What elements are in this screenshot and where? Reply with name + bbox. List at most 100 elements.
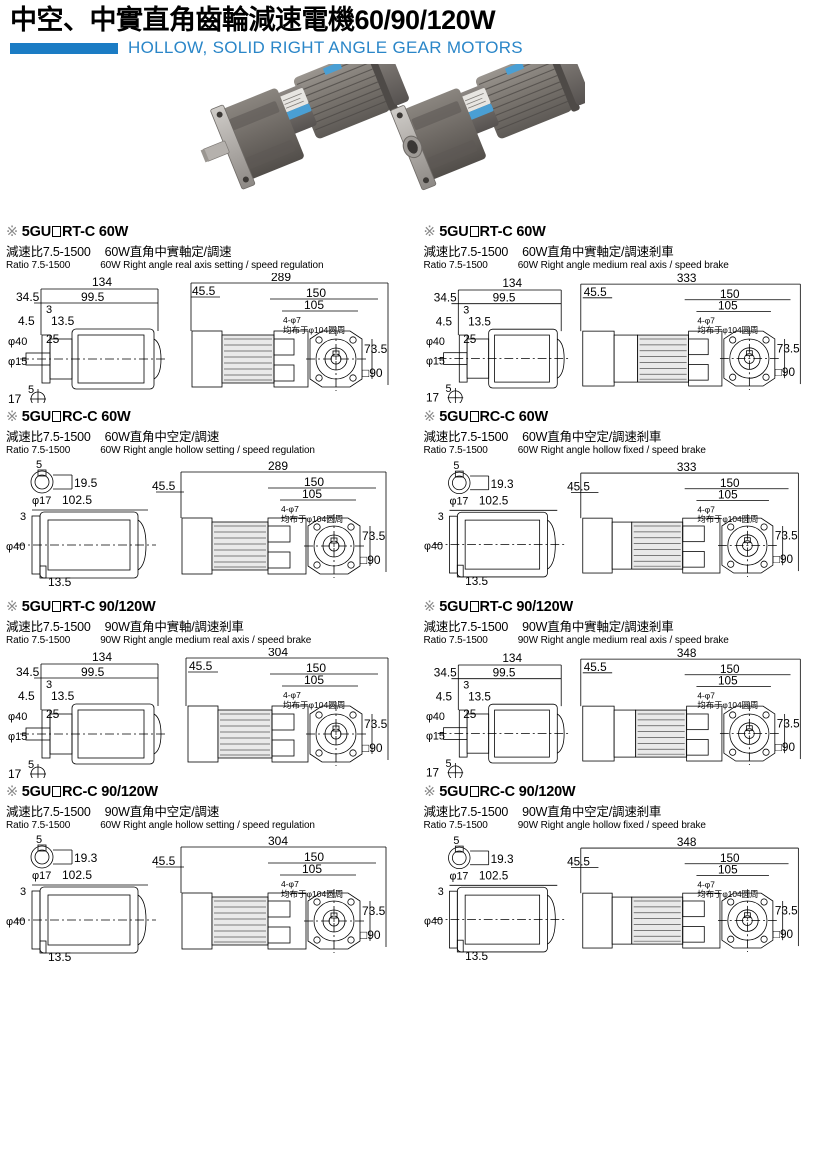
dimension-drawing-hollow: 5 19.3 φ17 102.5 3 xyxy=(6,833,408,968)
svg-text:5: 5 xyxy=(453,460,459,472)
svg-text:3: 3 xyxy=(437,511,443,523)
svg-text:105: 105 xyxy=(304,673,324,687)
svg-text:73.5: 73.5 xyxy=(774,530,797,543)
svg-text:均布于φ104圆周: 均布于φ104圆周 xyxy=(697,514,758,524)
svg-text:3: 3 xyxy=(46,679,52,691)
svg-text:99.5: 99.5 xyxy=(492,667,515,680)
accent-bar xyxy=(10,42,118,54)
motor-solid-shaft xyxy=(200,44,409,190)
model-prefix: 5GU xyxy=(439,409,469,426)
svg-text:105: 105 xyxy=(302,862,322,876)
ratio-label-en: Ratio 7.5-1500 xyxy=(423,445,488,457)
dimension-drawing-hollow: 5 19.3 φ17 102.5 3 xyxy=(424,833,810,968)
svg-text:150: 150 xyxy=(719,477,739,490)
svg-text:φ17: φ17 xyxy=(32,870,51,882)
asterisk-icon: ※ xyxy=(423,224,436,241)
svg-text:34.5: 34.5 xyxy=(16,290,40,304)
svg-text:45.5: 45.5 xyxy=(152,479,176,493)
svg-text:17: 17 xyxy=(8,392,22,403)
asterisk-icon: ※ xyxy=(6,784,18,801)
dimension-drawing-solid: 134 34.5 99.5 3 4.5 13.5 xyxy=(424,273,810,404)
svg-text:φ17: φ17 xyxy=(449,871,468,883)
desc-en: 60W Right angle real axis setting / spee… xyxy=(100,260,324,272)
svg-text:105: 105 xyxy=(302,487,322,501)
ratio-label-en: Ratio 7.5-1500 xyxy=(6,445,71,457)
svg-text:φ40: φ40 xyxy=(425,711,444,723)
desc-cn: 90W直角中實軸/調速剎車 xyxy=(104,620,244,635)
svg-text:99.5: 99.5 xyxy=(81,290,105,304)
desc-cn: 90W直角中空定/調速 xyxy=(104,805,220,820)
svg-text:34.5: 34.5 xyxy=(16,665,40,679)
svg-text:5: 5 xyxy=(36,834,42,846)
ratio-label-en: Ratio 7.5-1500 xyxy=(423,260,488,272)
model-suffix: RC-C 90/120W xyxy=(479,784,576,801)
blank-box-icon xyxy=(52,411,62,423)
svg-text:φ40: φ40 xyxy=(424,541,443,553)
svg-text:45.5: 45.5 xyxy=(567,856,590,869)
svg-text:304: 304 xyxy=(268,834,288,848)
product-photo xyxy=(185,44,591,224)
blank-box-icon xyxy=(52,786,62,798)
model-suffix: RT-C 60W xyxy=(62,224,129,241)
svg-text:73.5: 73.5 xyxy=(362,904,386,918)
svg-text:102.5: 102.5 xyxy=(62,493,92,507)
blank-box-icon xyxy=(52,601,62,613)
svg-text:均布于φ104圆周: 均布于φ104圆周 xyxy=(697,700,758,710)
svg-text:17: 17 xyxy=(8,767,22,778)
svg-text:333: 333 xyxy=(676,273,696,285)
svg-text:105: 105 xyxy=(718,675,738,688)
product-photo-area xyxy=(0,44,815,224)
svg-text:134: 134 xyxy=(502,277,522,290)
svg-text:φ40: φ40 xyxy=(424,916,443,928)
svg-text:φ15: φ15 xyxy=(8,356,27,368)
svg-text:4-φ7: 4-φ7 xyxy=(697,315,715,325)
svg-text:4-φ7: 4-φ7 xyxy=(281,504,299,514)
svg-text:348: 348 xyxy=(676,836,696,849)
svg-text:105: 105 xyxy=(718,300,738,313)
drawing-svg: 134 34.5 99.5 3 4.5 13.5 xyxy=(425,648,801,779)
svg-text:17: 17 xyxy=(425,392,438,403)
blank-box-icon xyxy=(469,411,479,423)
svg-text:3: 3 xyxy=(463,305,469,317)
svg-text:105: 105 xyxy=(718,489,738,502)
ratio-label-cn: 減速比7.5-1500 xyxy=(6,245,91,260)
svg-text:φ40: φ40 xyxy=(8,336,27,348)
svg-text:102.5: 102.5 xyxy=(478,870,508,883)
svg-text:134: 134 xyxy=(502,652,522,665)
svg-text:5: 5 xyxy=(445,758,451,770)
svg-text:304: 304 xyxy=(268,648,288,659)
svg-text:99.5: 99.5 xyxy=(81,665,105,679)
svg-text:19.3: 19.3 xyxy=(490,478,513,491)
svg-text:150: 150 xyxy=(719,288,739,301)
dimension-drawing-solid: 134 34.5 99.5 3 4.5 13.5 xyxy=(6,273,408,404)
blank-box-icon xyxy=(52,226,62,238)
svg-text:73.5: 73.5 xyxy=(362,529,386,543)
svg-text:φ15: φ15 xyxy=(425,731,444,743)
desc-en: 90W Right angle medium real axis / speed… xyxy=(517,635,729,647)
asterisk-icon: ※ xyxy=(423,599,436,616)
svg-text:4-φ7: 4-φ7 xyxy=(283,690,301,700)
svg-text:348: 348 xyxy=(676,648,696,660)
svg-text:4-φ7: 4-φ7 xyxy=(697,504,715,514)
svg-text:5: 5 xyxy=(28,384,34,396)
svg-text:99.5: 99.5 xyxy=(492,292,515,305)
svg-text:□90: □90 xyxy=(360,928,381,942)
svg-text:4.5: 4.5 xyxy=(435,315,452,328)
